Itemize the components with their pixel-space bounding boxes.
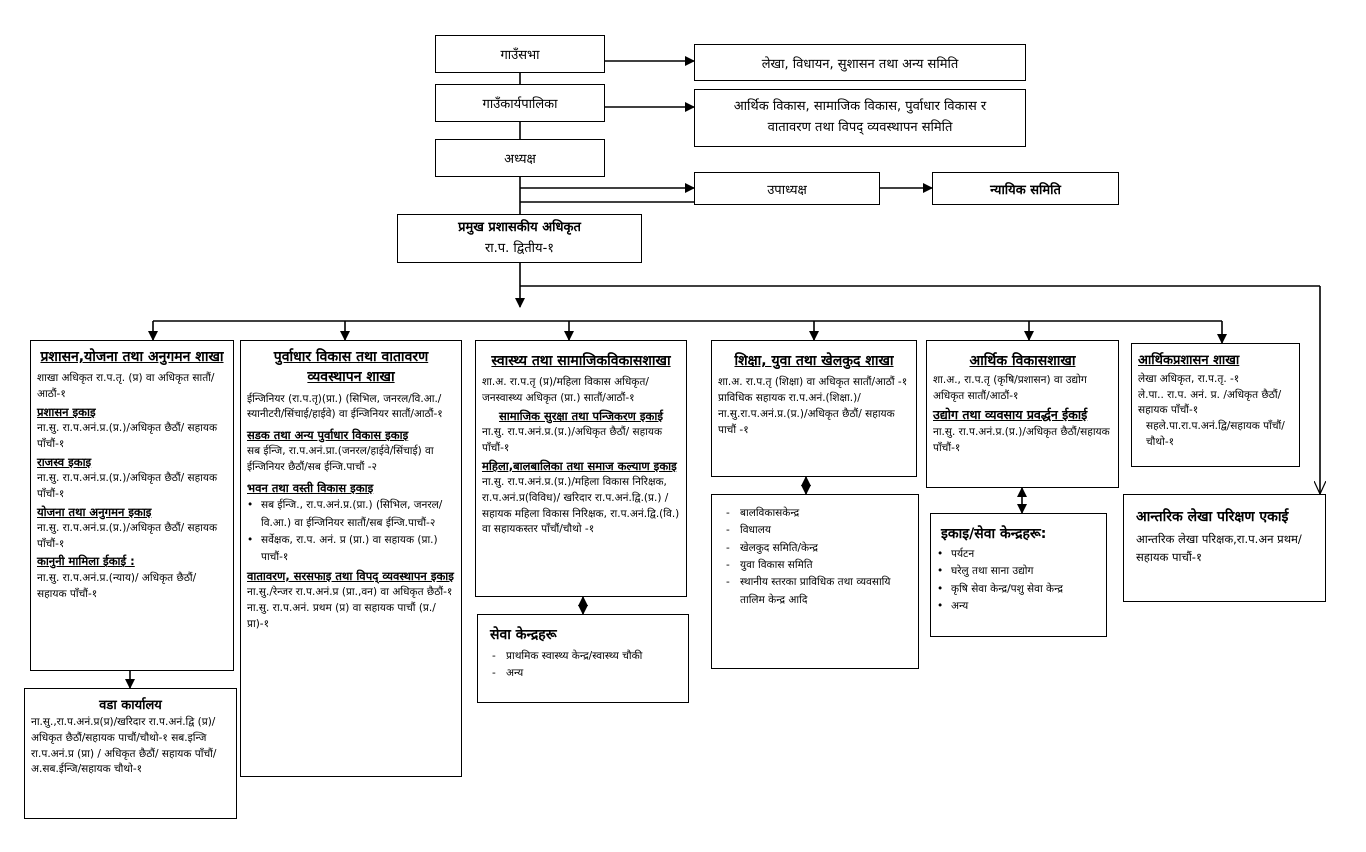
building-unit-title: भवन तथा वस्ती विकास इकाइ — [247, 480, 374, 495]
branch-health-social: स्वास्थ्य तथा सामाजिकविकासशाखा शा.अ. रा.… — [475, 340, 687, 597]
adhyaksha-box: अध्यक्ष — [435, 139, 605, 177]
economic-center-item: पर्यटन — [937, 546, 1106, 564]
lekha-samiti-box: लेखा, विधायन, सुशासन तथा अन्य समिति — [694, 44, 1026, 81]
admin-unit-title: प्रशासन इकाइ — [37, 404, 96, 419]
branch-health-line1: शा.अ. रा.प.तृ (प्र)/महिला विकास अधिकृत/ … — [482, 376, 649, 405]
branch-admin-title: प्रशासन,योजना तथा अनुगमन शाखा — [40, 349, 224, 365]
branch-admin-line1: शाखा अधिकृत रा.प.तृ. (प्र) वा अधिकृत सात… — [37, 372, 215, 401]
gaunsabha-box: गाउँसभा — [435, 35, 605, 73]
planning-unit-title: योजना तथा अनुगमन इकाइ — [37, 504, 152, 519]
health-centers-box: सेवा केन्द्रहरू प्राथमिक स्वास्थ्य केन्द… — [477, 614, 689, 703]
women-children-unit-title: महिला,बालबालिका तथा समाज कल्याण इकाइ — [482, 458, 677, 473]
health-center-item: अन्य — [492, 665, 688, 683]
branch-admin-planning: प्रशासन,योजना तथा अनुगमन शाखा शाखा अधिकृ… — [30, 340, 234, 671]
education-center-item: विधालय — [726, 522, 918, 540]
vikas-samiti-line2: वातावरण तथा विपद् व्यवस्थापन समिति — [767, 120, 953, 135]
legal-unit-title: कानुनी मामिला ईकाई : — [37, 554, 135, 569]
cao-subtitle: रा.प. द्वितीय-१ — [484, 240, 555, 256]
upadhyaksha-label: उपाध्यक्ष — [767, 182, 807, 198]
road-unit-title: सडक तथा अन्य पुर्वाधार विकास इकाइ — [247, 428, 409, 443]
branch-health-title: स्वास्थ्य तथा सामाजिकविकासशाखा — [491, 353, 671, 369]
social-security-unit-title: सामाजिक सुरक्षा तथा पन्जिकरण इकाई — [499, 408, 663, 423]
economic-center-item: अन्य — [937, 598, 1106, 616]
admin-unit-text: ना.सु. रा.प.अनं.प्र.(प्र.)/अधिकृत छैठौं/… — [37, 422, 218, 450]
lekha-samiti-label: लेखा, विधायन, सुशासन तथा अन्य समिति — [761, 56, 959, 72]
branch-education-title: शिक्षा, युवा तथा खेलकुद शाखा — [734, 353, 894, 369]
economic-center-item: कृषि सेवा केन्द्र/पशु सेवा केन्द्र — [937, 581, 1106, 599]
branch-economic-line1: शा.अ., रा.प.तृ (कृषि/प्रशासन) वा उद्योग … — [933, 374, 1087, 403]
branch-infrastructure-line1: ईन्जिनियर (रा.प.तृ)(प्रा.) (सिभिल, जनरल/… — [247, 392, 443, 421]
internal-audit-box: आन्तरिक लेखा परिक्षण एकाई आन्तरिक लेखा प… — [1123, 494, 1326, 602]
revenue-unit-title: राजस्व इकाइ — [37, 454, 92, 469]
branch-financial-line3: सहले.पा.रा.प.अनं.द्वि/सहायक पाँचौं/चौथो-… — [1146, 420, 1285, 448]
social-security-unit-text: ना.सु. रा.प.अनं.प्र.(प्र.)/अधिकृत छैठौं/… — [482, 426, 663, 454]
economic-center-item: घरेलु तथा साना उद्योग — [937, 563, 1106, 581]
branch-financial-line2: ले.पा.. रा.प. अनं. प्र. /अधिकृत छैठौं/ स… — [1138, 388, 1282, 417]
gaunkaryapalika-box: गाउँकार्यपालिका — [435, 84, 605, 122]
health-center-item: प्राथमिक स्वास्थ्य केन्द्र/स्वास्थ्य चौक… — [492, 648, 688, 666]
education-center-item: खेलकुद समिति/केन्द्र — [726, 540, 918, 558]
branch-education-line2: प्राविधिक सहायक रा.प.अनं.(शिक्षा.)/ ना.स… — [718, 392, 895, 436]
economic-centers-box: इकाइ/सेवा केन्द्रहरू: पर्यटन घरेलु तथा स… — [930, 513, 1107, 637]
women-children-unit-text: ना.सु. रा.प.अनं.प्र.(प्र.)/महिला विकास न… — [482, 476, 680, 536]
internal-audit-title: आन्तरिक लेखा परिक्षण एकाई — [1136, 509, 1289, 525]
branch-economic-development: आर्थिक विकासशाखा शा.अ., रा.प.तृ (कृषि/प्… — [926, 340, 1119, 488]
vikas-samiti-box: आर्थिक विकास, सामाजिक विकास, पुर्वाधार व… — [694, 89, 1026, 147]
cao-box: प्रमुख प्रशासकीय अधिकृत रा.प. द्वितीय-१ — [397, 214, 642, 263]
industry-unit-title: उद्योग तथा व्यवसाय प्रवर्द्धन ईकाई — [933, 406, 1088, 422]
environment-unit-text2: ना.सु. रा.प.अनं. प्रथम (प्र) वा सहायक पा… — [247, 601, 436, 630]
gaunsabha-label: गाउँसभा — [500, 48, 540, 63]
nyayik-samiti-box: न्यायिक समिति — [932, 172, 1119, 205]
industry-unit-text: ना.सु. रा.प.अनं.प्र.(प्र.)/अधिकृत छैठौं/… — [933, 425, 1110, 454]
branch-education-line1: शा.अ. रा.प.तृ (शिक्षा) वा अधिकृत सातौं/आ… — [718, 376, 908, 389]
ward-office-text: ना.सु.,रा.प.अनं.प्र(प्र)/खरिदार रा.प.अनं… — [31, 716, 217, 776]
branch-infrastructure-title: पुर्वाधार विकास तथा वातावरण व्यवस्थापन श… — [273, 349, 429, 386]
education-center-item: बालविकासकेन्द्र — [726, 505, 918, 523]
health-centers-title: सेवा केन्द्रहरू — [490, 627, 557, 643]
revenue-unit-text: ना.सु. रा.प.अनं.प्र.(प्र.)/अधिकृत छैठौं/… — [37, 472, 218, 500]
planning-unit-text: ना.सु. रा.प.अनं.प्र.(प्र.)/अधिकृत छैठौं/… — [37, 521, 218, 550]
vikas-samiti-line1: आर्थिक विकास, सामाजिक विकास, पुर्वाधार व… — [733, 99, 987, 115]
ward-office-box: वडा कार्यालय ना.सु.,रा.प.अनं.प्र(प्र)/खर… — [24, 688, 237, 819]
education-center-item: स्थानीय स्तरका प्राविधिक तथा व्यवसायि ता… — [726, 574, 918, 609]
education-centers-box: बालविकासकेन्द्र विधालय खेलकुद समिति/केन्… — [711, 494, 919, 669]
branch-financial-line1: लेखा अधिकृत, रा.प.तृ. -१ — [1138, 372, 1240, 385]
ward-office-title: वडा कार्यालय — [99, 698, 162, 713]
economic-centers-title: इकाइ/सेवा केन्द्रहरू: — [941, 526, 1047, 542]
cao-title: प्रमुख प्रशासकीय अधिकृत — [458, 220, 581, 236]
upadhyaksha-box: उपाध्यक्ष — [694, 172, 880, 205]
nyayik-samiti-label: न्यायिक समिति — [990, 182, 1061, 198]
environment-unit-title: वातावरण, सरसफाइ तथा विपद् व्यवस्थापन इका… — [247, 568, 454, 583]
gaunkaryapalika-label: गाउँकार्यपालिका — [482, 97, 558, 112]
internal-audit-text: आन्तरिक लेखा परिक्षक,रा.प.अन प्रथम/सहायक… — [1136, 532, 1302, 565]
branch-education: शिक्षा, युवा तथा खेलकुद शाखा शा.अ. रा.प.… — [711, 340, 917, 477]
legal-unit-text: ना.सु. रा.प.अनं.प्र.(न्याय)/ अधिकृत छैठौ… — [37, 571, 197, 600]
building-unit-bullet-1: सब ईन्जि., रा.प.अनं.प्र.(प्रा.) (सिभिल, … — [247, 497, 461, 532]
road-unit-text: सब ईन्जि, रा.प.अनं.प्रा.(जनरल/हाईवे/सिंच… — [247, 445, 434, 474]
branch-financial-admin: आर्थिकप्रशासन शाखा लेखा अधिकृत, रा.प.तृ.… — [1131, 343, 1300, 467]
building-unit-bullet-2: सर्वेक्षक, रा.प. अनं. प्र (प्रा.) वा सहा… — [247, 532, 461, 567]
environment-unit-text1: ना.सु./रेन्जर रा.प.अनं.प्र (प्रा.,वन) वा… — [247, 586, 453, 599]
education-center-item: युवा विकास समिति — [726, 557, 918, 575]
adhyaksha-label: अध्यक्ष — [504, 152, 536, 167]
branch-infrastructure: पुर्वाधार विकास तथा वातावरण व्यवस्थापन श… — [240, 340, 462, 777]
branch-financial-title: आर्थिकप्रशासन शाखा — [1138, 353, 1240, 368]
branch-economic-title: आर्थिक विकासशाखा — [969, 353, 1076, 369]
